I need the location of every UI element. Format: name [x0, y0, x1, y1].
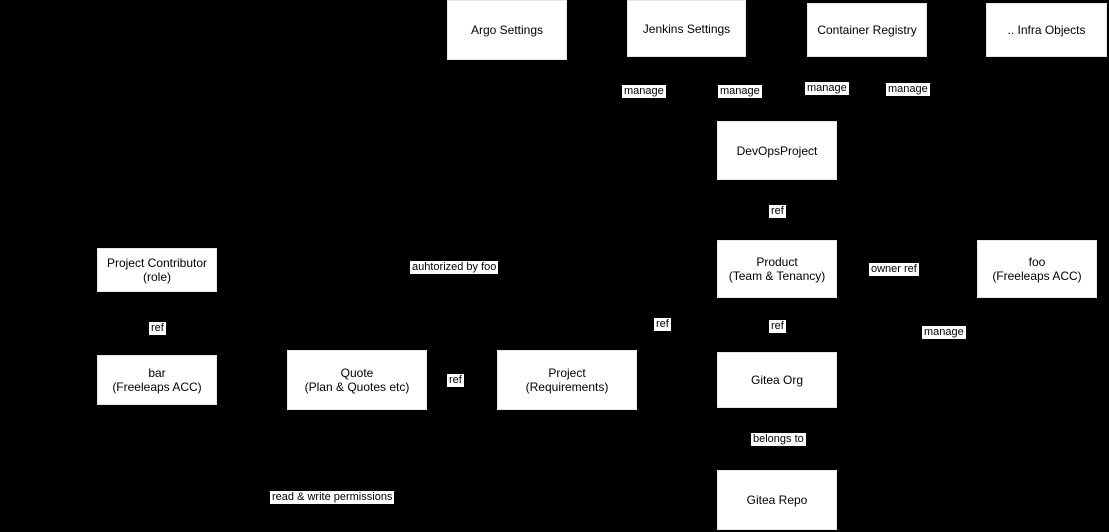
node-project-contributor: Project Contributor (role) — [97, 248, 217, 292]
node-label-foo-account: foo (Freeleaps ACC) — [992, 255, 1082, 283]
edge-label-manage-registry: manage — [805, 82, 849, 95]
edge-label-read-write-perms: read & write permissions — [270, 491, 395, 504]
node-product: Product (Team & Tenancy) — [717, 240, 837, 298]
node-label-quote: Quote (Plan & Quotes etc) — [304, 366, 410, 394]
node-devops-project: DevOpsProject — [717, 121, 837, 180]
node-label-project: Project (Requirements) — [525, 366, 609, 394]
node-container-registry: Container Registry — [807, 3, 927, 57]
node-gitea-repo: Gitea Repo — [717, 470, 837, 530]
edge-label-ref-devops-product: ref — [769, 205, 786, 218]
node-bar-account: bar (Freeleaps ACC) — [97, 355, 217, 405]
node-label-devops-project: DevOpsProject — [736, 143, 818, 158]
node-quote: Quote (Plan & Quotes etc) — [287, 350, 427, 410]
node-label-product: Product (Team & Tenancy) — [728, 255, 826, 283]
edge-label-manage-infra: manage — [886, 83, 930, 96]
edge-label-belongs-to: belongs to — [751, 433, 806, 446]
edge-label-manage-right: manage — [922, 326, 966, 339]
node-label-project-contributor: Project Contributor (role) — [106, 256, 208, 284]
node-label-jenkins-settings: Jenkins Settings — [642, 21, 731, 36]
node-foo-account: foo (Freeleaps ACC) — [977, 240, 1097, 298]
node-label-argo-settings: Argo Settings — [470, 23, 544, 37]
node-infra-objects: .. Infra Objects — [986, 3, 1107, 57]
node-label-gitea-repo: Gitea Repo — [746, 493, 808, 507]
node-gitea-org: Gitea Org — [717, 352, 837, 408]
edge-label-authorized-by-foo: auhtorized by foo — [410, 261, 499, 274]
edge-label-ref-product-gitea: ref — [769, 320, 786, 333]
node-project: Project (Requirements) — [497, 350, 637, 410]
edge-label-ref-project-product: ref — [654, 318, 671, 331]
node-label-container-registry: Container Registry — [817, 23, 917, 37]
node-label-infra-objects: .. Infra Objects — [1007, 23, 1086, 37]
node-argo-settings: Argo Settings — [447, 0, 567, 60]
edge-label-manage-jenkins: manage — [718, 85, 762, 98]
node-jenkins-settings: Jenkins Settings — [627, 0, 746, 57]
edge-label-manage-argo: manage — [622, 85, 666, 98]
edge-label-owner-ref: owner ref — [869, 263, 919, 276]
edge-label-ref-contributor-bar: ref — [149, 322, 166, 335]
node-label-gitea-org: Gitea Org — [750, 373, 804, 387]
node-label-bar-account: bar (Freeleaps ACC) — [112, 366, 202, 394]
edge-label-ref-quote-project: ref — [447, 374, 464, 387]
